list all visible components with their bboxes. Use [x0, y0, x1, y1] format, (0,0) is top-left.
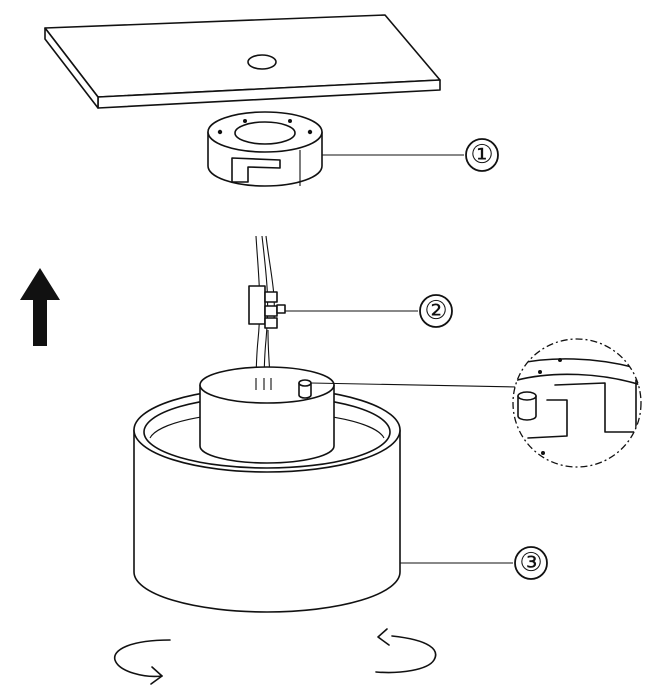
callout-2-label: ②: [424, 296, 447, 326]
callout-3-label: ③: [519, 548, 542, 578]
terminal-block: [248, 285, 286, 329]
up-arrow-icon: [20, 268, 60, 346]
callout-3: ③: [514, 546, 548, 580]
lamp-shade: [133, 366, 401, 613]
callout-1-label: ①: [470, 140, 493, 170]
callout-2: ②: [419, 294, 453, 328]
mounting-plate: [44, 14, 441, 109]
pin-detail-view: [512, 338, 642, 468]
callout-1: ①: [465, 138, 499, 172]
ring-bracket: [207, 111, 323, 187]
detail-leader-line: [310, 382, 518, 388]
rotate-arrows-icon: [113, 628, 437, 685]
